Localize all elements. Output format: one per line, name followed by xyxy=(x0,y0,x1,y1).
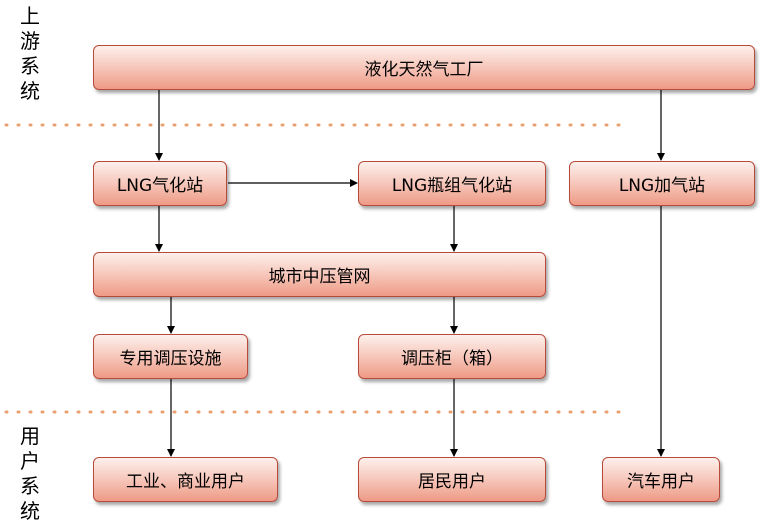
user-system-label: 用 户 系 统 xyxy=(18,424,42,524)
upstream-label-char: 系 xyxy=(20,54,40,78)
user-label-char: 统 xyxy=(20,499,40,523)
upstream-label-char: 游 xyxy=(20,29,40,53)
user-label-char: 用 xyxy=(20,424,40,448)
regulator-cabinet-node: 调压柜（箱） xyxy=(358,334,546,379)
upstream-label-char: 上 xyxy=(20,4,40,28)
upstream-label-char: 统 xyxy=(20,79,40,103)
user-label-char: 户 xyxy=(20,449,40,473)
upstream-system-label: 上 游 系 统 xyxy=(18,4,42,104)
lng-factory-label: 液化天然气工厂 xyxy=(364,60,484,80)
dedicated-regulator-label: 专用调压设施 xyxy=(119,349,222,369)
city-mid-pressure-network-label: 城市中压管网 xyxy=(268,267,371,287)
residential-users-label: 居民用户 xyxy=(418,472,486,492)
city-mid-pressure-network-node: 城市中压管网 xyxy=(93,252,546,297)
regulator-cabinet-label: 调压柜（箱） xyxy=(401,349,503,369)
industrial-commercial-users-node: 工业、商业用户 xyxy=(93,457,278,502)
lng-gasification-station-label: LNG气化站 xyxy=(116,176,204,196)
lng-factory-node: 液化天然气工厂 xyxy=(93,45,755,90)
lng-bottle-group-station-node: LNG瓶组气化站 xyxy=(358,161,546,206)
lng-gasification-station-node: LNG气化站 xyxy=(93,161,227,206)
residential-users-node: 居民用户 xyxy=(358,457,546,502)
vehicle-users-node: 汽车用户 xyxy=(602,457,720,502)
dedicated-regulator-node: 专用调压设施 xyxy=(93,334,248,379)
vehicle-users-label: 汽车用户 xyxy=(627,472,695,492)
lng-filling-station-label: LNG加气站 xyxy=(618,176,706,196)
user-label-char: 系 xyxy=(20,474,40,498)
industrial-commercial-users-label: 工业、商业用户 xyxy=(126,472,245,492)
lng-bottle-group-station-label: LNG瓶组气化站 xyxy=(391,176,513,196)
lng-filling-station-node: LNG加气站 xyxy=(569,161,755,206)
